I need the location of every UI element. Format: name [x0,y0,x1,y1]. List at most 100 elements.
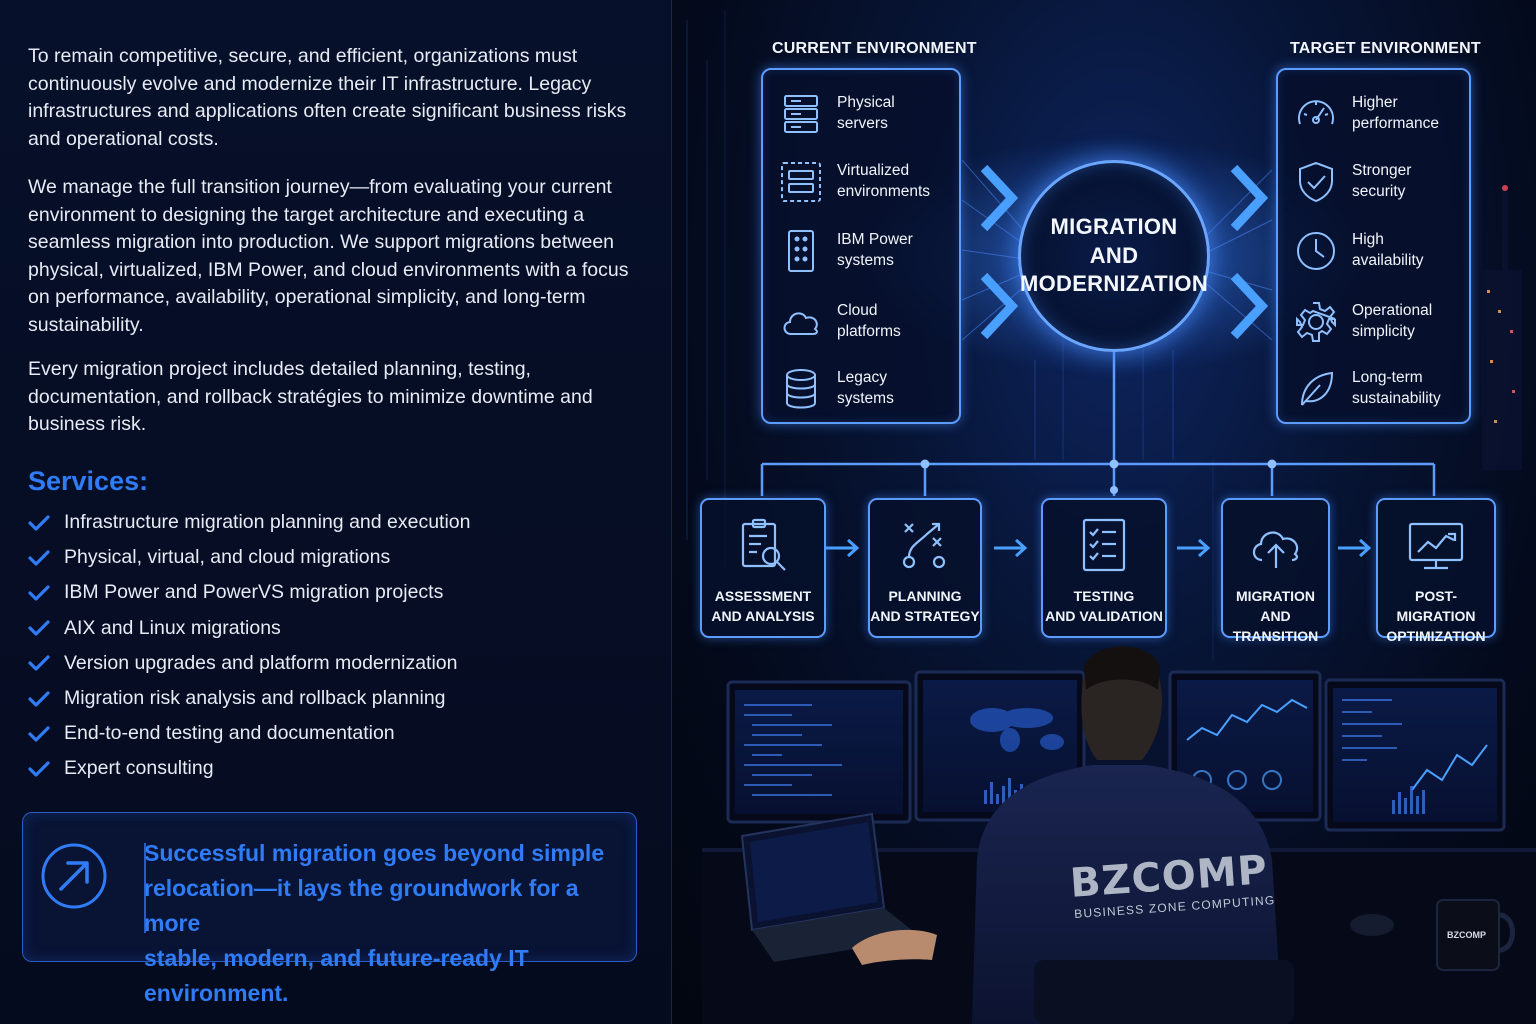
current-environment-title: CURRENT ENVIRONMENT [772,40,977,57]
hub-label: MODERNIZATION [1019,271,1209,297]
hub-label: AND [1089,242,1139,268]
list-item: End-to-end testing and documentation [28,716,648,751]
current-item-legacy: Legacy systems [763,357,959,419]
target-item-security: Stronger security [1278,150,1469,212]
list-item: Infrastructure migration planning and ex… [28,505,648,540]
callout-line: stable, modern, and future-ready IT envi… [144,945,529,1006]
hub-label: MIGRATION [1050,214,1178,240]
cloud-upload-icon [1246,516,1306,576]
current-item-label: systems [837,252,894,269]
service-label: Expert consulting [64,757,214,780]
list-item: Expert consulting [28,751,648,786]
target-item-performance: Higher performance [1278,82,1469,144]
step-label: AND ANALYSIS [711,608,815,624]
callout-text: Successful migration goes beyond simple … [144,836,634,1011]
city-skyline [1482,185,1522,470]
service-label: AIX and Linux migrations [64,616,281,639]
step-label: AND STRATEGY [870,608,980,624]
step-label: PLANNING [888,588,962,604]
callout-box: Successful migration goes beyond simple … [22,812,637,1006]
checkmark-icon [28,584,64,602]
current-item-label: Virtualized [837,162,910,179]
chevron-arrows [980,164,1269,340]
target-item-label: Stronger [1352,162,1412,179]
callout-line: relocation—it lays the groundwork for a … [144,875,579,936]
list-item: Physical, virtual, and cloud migrations [28,540,648,575]
current-item-virtualized: Virtualized environments [763,150,959,212]
checkmark-icon [28,514,64,532]
target-item-availability: High availability [1278,219,1469,281]
current-item-cloud: Cloud platforms [763,290,959,352]
target-item-label: simplicity [1352,323,1415,340]
target-item-sustainability: Long-term sustainability [1278,357,1469,419]
service-label: Version upgrades and platform modernizat… [64,651,458,674]
step-label: OPTIMIZATION [1386,628,1486,644]
current-item-label: servers [837,115,888,132]
checkmark-icon [28,619,64,637]
target-item-label: High [1352,231,1384,248]
target-item-simplicity: Operational simplicity [1278,290,1469,352]
service-label: Migration risk analysis and rollback pla… [64,687,446,710]
strategy-icon [895,516,955,576]
target-item-label: availability [1352,252,1424,269]
left-panel: To remain competitive, secure, and effic… [0,0,672,1024]
list-item: Migration risk analysis and rollback pla… [28,681,648,716]
callout-line: Successful migration goes beyond simple [144,840,605,866]
checkmark-icon [28,654,64,672]
mug-brand-label: BZCOMP [1447,930,1486,940]
intro-paragraph-2: We manage the full transition journey—fr… [28,176,629,336]
server-stack-icon [779,92,823,136]
checkmark-icon [28,549,64,567]
step-label: ASSESSMENT [714,588,812,604]
step-label: AND TRANSITION [1232,608,1319,644]
services-list: Infrastructure migration planning and ex… [28,505,648,787]
service-label: End-to-end testing and documentation [64,722,395,745]
person-at-desk [852,646,1282,1024]
list-item: Version upgrades and platform modernizat… [28,646,648,681]
target-environment-title: TARGET ENVIRONMENT [1290,40,1481,57]
checkmark-icon [28,725,64,743]
laptop [740,812,922,962]
data-rain [686,10,1214,660]
mug [1436,899,1515,971]
step-label: MIGRATION [1235,588,1316,604]
target-item-label: security [1352,183,1406,200]
target-item-label: Long-term [1352,369,1423,386]
current-item-label: platforms [837,323,901,340]
shield-check-icon [1294,160,1338,204]
service-label: Physical, virtual, and cloud migrations [64,546,391,569]
target-environment-box: Higher performance Stronger security High a… [1276,68,1471,424]
current-item-label: systems [837,390,894,407]
current-item-label: Cloud [837,302,878,319]
target-item-label: Higher [1352,94,1398,111]
checkmark-icon [28,760,64,778]
tower-server-icon [779,229,823,273]
step-label: AND VALIDATION [1045,608,1163,624]
current-item-label: environments [837,183,931,200]
step-planning: PLANNING AND STRATEGY [868,498,982,638]
step-label: TESTING [1073,588,1135,604]
clipboard-search-icon [733,516,793,576]
checkmark-icon [28,690,64,708]
service-label: IBM Power and PowerVS migration projects [64,581,444,604]
migration-hub: MIGRATION AND MODERNIZATION [1018,160,1210,352]
target-item-label: Operational [1352,302,1433,319]
current-item-label: Legacy [837,369,887,386]
clock-icon [1294,229,1338,273]
target-item-label: performance [1352,115,1440,132]
step-testing: TESTING AND VALIDATION [1041,498,1167,638]
background-scene [686,10,1536,1024]
cloud-icon [779,300,823,344]
intro-paragraph-1: To remain competitive, secure, and effic… [28,45,627,150]
monitor-chart-icon [1406,516,1466,576]
virtual-server-icon [779,160,823,204]
speedometer-icon [1294,92,1338,136]
step-migration: MIGRATION AND TRANSITION [1221,498,1330,644]
target-item-label: sustainability [1352,390,1441,407]
checklist-icon [1074,516,1134,576]
